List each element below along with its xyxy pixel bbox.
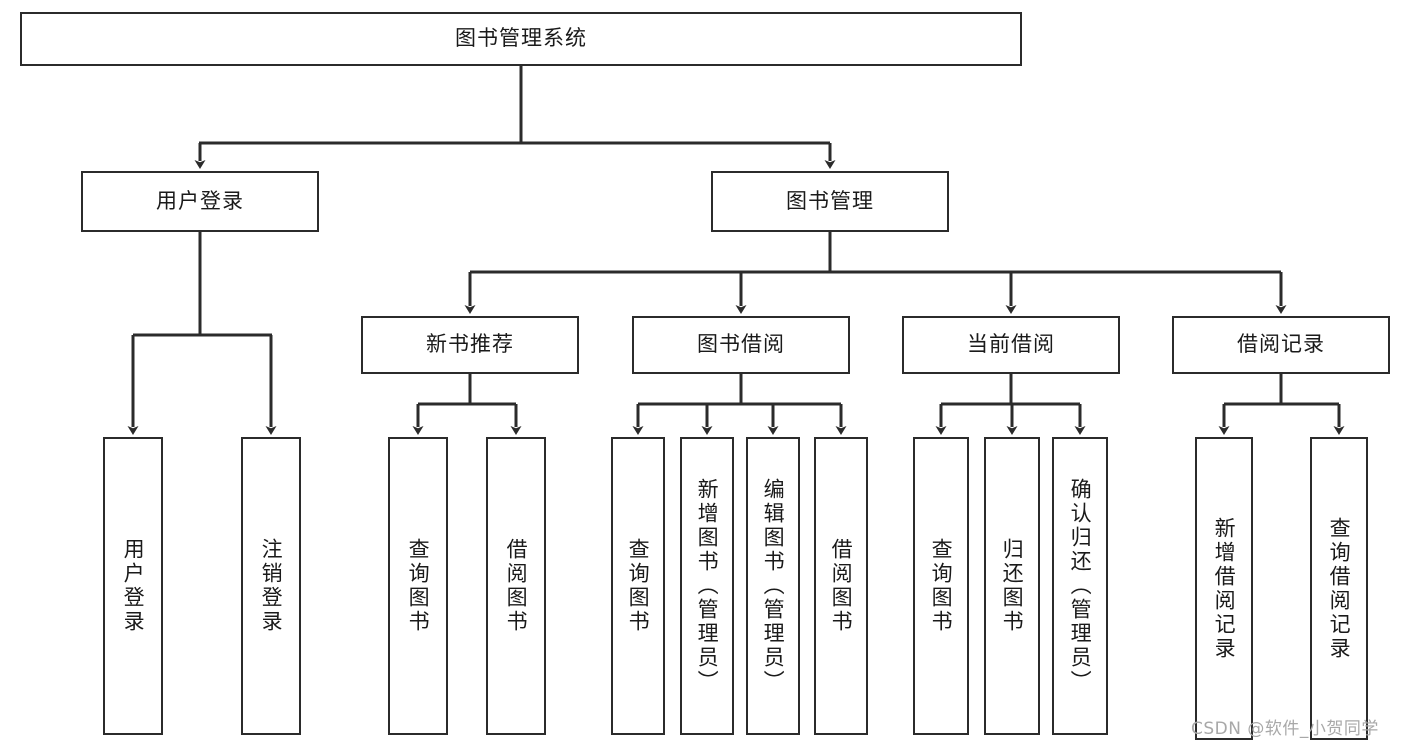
node-leaf-user-logout[interactable]: 注销登录	[241, 437, 301, 735]
node-label: 查询借阅记录	[1327, 516, 1352, 661]
node-label: 用户登录	[156, 188, 244, 213]
node-label: 当前借阅	[967, 332, 1055, 357]
node-label: 编辑图书（管理员）	[761, 478, 786, 694]
node-label: 新书推荐	[426, 332, 514, 357]
watermark-text: CSDN @软件_小贺同学	[1191, 719, 1379, 739]
node-leaf-query-book-1[interactable]: 查询图书	[388, 437, 448, 735]
node-leaf-query-borrow-record[interactable]: 查询借阅记录	[1310, 437, 1368, 740]
node-label: 用户登录	[121, 538, 146, 634]
node-label: 查询图书	[626, 538, 651, 634]
node-leaf-add-borrow-record[interactable]: 新增借阅记录	[1195, 437, 1253, 740]
node-label: 查询图书	[406, 538, 431, 634]
node-leaf-edit-book[interactable]: 编辑图书（管理员）	[746, 437, 800, 735]
node-leaf-add-book[interactable]: 新增图书（管理员）	[680, 437, 734, 735]
node-label: 新增图书（管理员）	[695, 478, 720, 694]
node-root-system[interactable]: 图书管理系统	[20, 12, 1022, 66]
node-label: 借阅图书	[829, 538, 854, 634]
node-book-borrow[interactable]: 图书借阅	[632, 316, 850, 374]
node-leaf-confirm-return[interactable]: 确认归还（管理员）	[1052, 437, 1108, 735]
node-leaf-user-login[interactable]: 用户登录	[103, 437, 163, 735]
node-label: 图书管理	[786, 188, 874, 213]
node-label: 新增借阅记录	[1212, 516, 1237, 661]
node-leaf-query-book-2[interactable]: 查询图书	[611, 437, 665, 735]
node-label: 注销登录	[259, 538, 284, 634]
node-leaf-borrow-book-1[interactable]: 借阅图书	[486, 437, 546, 735]
node-new-book-recommend[interactable]: 新书推荐	[361, 316, 579, 374]
node-label: 借阅记录	[1237, 332, 1325, 357]
node-label: 查询图书	[929, 538, 954, 634]
node-borrow-record[interactable]: 借阅记录	[1172, 316, 1390, 374]
node-user-login[interactable]: 用户登录	[81, 171, 319, 232]
node-leaf-query-book-3[interactable]: 查询图书	[913, 437, 969, 735]
node-label: 确认归还（管理员）	[1068, 478, 1093, 694]
node-current-borrow[interactable]: 当前借阅	[902, 316, 1120, 374]
node-book-manage[interactable]: 图书管理	[711, 171, 949, 232]
node-leaf-return-book[interactable]: 归还图书	[984, 437, 1040, 735]
node-leaf-borrow-book-2[interactable]: 借阅图书	[814, 437, 868, 735]
node-label: 图书借阅	[697, 332, 785, 357]
node-label: 借阅图书	[504, 538, 529, 634]
node-label: 图书管理系统	[455, 26, 587, 51]
node-label: 归还图书	[1000, 538, 1025, 634]
